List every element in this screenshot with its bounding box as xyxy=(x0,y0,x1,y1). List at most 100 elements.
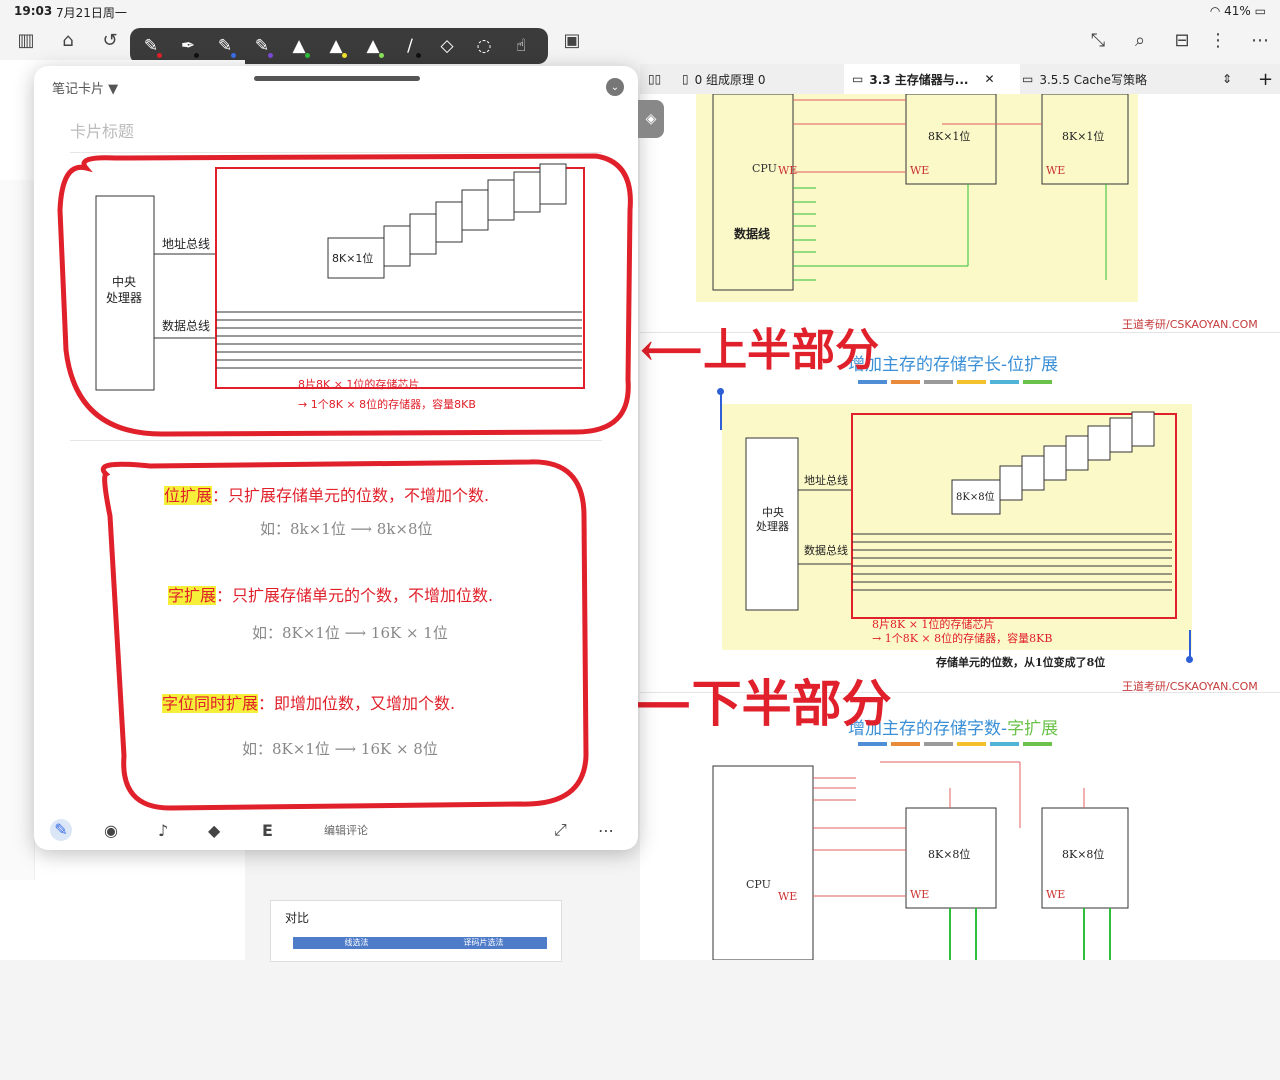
section-title-bit-expansion: 增加主存的存储字长-位扩展 xyxy=(848,355,1059,375)
card-caption-2: → 1个8K × 8位的存储器，容量8KB xyxy=(298,397,476,411)
pen-blue-icon[interactable]: ✎ xyxy=(210,31,240,61)
image-icon[interactable]: ▣ xyxy=(563,29,581,51)
pencil-icon[interactable]: ∕ xyxy=(395,31,425,61)
we-label-bottom-chip1: WE xyxy=(910,888,929,901)
tab-main-memory[interactable]: ▭ 3.3 主存储器与... ✕ xyxy=(844,64,1020,94)
annotation-lower-half: ⟵下半部分 xyxy=(620,674,892,733)
cpu-cn-a: 中央 xyxy=(112,274,136,289)
databus-handwritten: 数据线 xyxy=(734,226,770,241)
right-document-page: CPU WE WE WE 8K×1位 8K×1位 数据线 王道考研/CSKAOY… xyxy=(640,93,1280,961)
tab-sort-icon[interactable]: ⇕ xyxy=(1222,72,1233,86)
cpu-cn-1: 中央 xyxy=(762,506,784,519)
chip-label-1: 8K×1位 xyxy=(928,129,970,143)
note-card: 笔记卡片 ▼ ⌄ 卡片标题 中央 处理器 地址总线 数据总线 8K×1位 8片8… xyxy=(34,66,638,850)
split-view-icon[interactable]: ▯▯ xyxy=(648,72,662,86)
chip-8k8-2: 8K×8位 xyxy=(1062,847,1104,861)
status-time: 19:03 xyxy=(14,4,53,18)
caption-mid-2: → 1个8K × 8位的存储器，容量8KB xyxy=(872,631,1052,645)
note-word-expansion: 字扩展：只扩展存储单元的个数，不增加位数. xyxy=(168,586,494,605)
top-circuit-svg: CPU WE WE WE 8K×1位 8K×1位 数据线 xyxy=(712,93,1129,291)
we-label: WE xyxy=(778,164,797,177)
cpu-label-bottom: CPU xyxy=(746,878,771,891)
bookmark-icon[interactable]: ⊟ xyxy=(1174,29,1190,51)
watermark-1: 王道考研/CSKAOYAN.COM xyxy=(1122,318,1258,331)
pen-red-icon[interactable]: ✎ xyxy=(136,31,166,61)
bit-expansion-diagram: 中央 处理器 地址总线 数据总线 8K×8位 8片8K × 1位的存储芯片 xyxy=(722,404,1192,650)
shrink-icon[interactable]: ⤡ xyxy=(1090,29,1106,51)
we-label-chip1: WE xyxy=(910,164,929,177)
we-label-chip2: WE xyxy=(1046,164,1065,177)
library-icon[interactable]: ⌂ xyxy=(62,29,74,51)
expand-icon[interactable]: ⤢ xyxy=(554,820,567,839)
handwritten-note-right: 存储单元的位数，从1位变成了8位 xyxy=(936,656,1106,669)
note-word-example: 如：8K×1位 ⟶ 16K × 1位 xyxy=(252,624,448,642)
color-bar-2 xyxy=(858,742,1052,746)
microphone-icon[interactable]: ♪ xyxy=(158,820,169,840)
note-bit-expansion: 位扩展：只扩展存储单元的位数，不增加个数. xyxy=(164,486,490,505)
more-horizontal-icon[interactable]: ⋯ xyxy=(1251,29,1269,51)
pen-purple-icon[interactable]: ✎ xyxy=(247,31,277,61)
hand-icon[interactable]: ☝ xyxy=(515,36,527,56)
battery-icon: ▭ xyxy=(1254,4,1266,18)
edit-comment-button[interactable]: 编辑评论 xyxy=(324,824,368,837)
annotation-upper-half: ⟵上半部分 xyxy=(640,325,880,376)
add-tab-icon[interactable]: + xyxy=(1258,68,1274,90)
layers-icon[interactable]: ◈ xyxy=(638,100,664,138)
data-bus-label: 数据总线 xyxy=(804,543,848,557)
card-header-dropdown[interactable]: 笔记卡片 ▼ xyxy=(52,82,119,97)
chip-label-2: 8K×1位 xyxy=(1062,129,1104,143)
selection-handle-end[interactable] xyxy=(1186,656,1193,663)
undo-icon[interactable]: ↺ xyxy=(102,29,118,51)
search-doc-icon[interactable]: ⌕ xyxy=(1134,29,1146,51)
tab-cache[interactable]: ▭ 3.5.5 Cache写策略 xyxy=(1022,72,1148,87)
tab-composition[interactable]: ▯ 0 组成原理 0 xyxy=(682,72,766,87)
tab-bar: ▯▯ ▯ 0 组成原理 0 ▭ 3.3 主存储器与... ✕ ▭ 3.5.5 C… xyxy=(640,64,1280,95)
tag-icon[interactable]: ◆ xyxy=(208,820,221,840)
close-icon[interactable]: ✕ xyxy=(984,72,995,86)
battery-level: 41% xyxy=(1224,4,1251,18)
note-bit-example: 如：8k×1位 ⟶ 8k×8位 xyxy=(260,520,433,538)
section-title-word-expansion: 增加主存的存储字数-字扩展 xyxy=(848,719,1059,739)
chip-8k8-1: 8K×8位 xyxy=(928,847,970,861)
text-format-icon[interactable]: E xyxy=(262,820,273,840)
more-options-icon[interactable]: ⋯ xyxy=(598,820,614,840)
eraser-icon[interactable]: ◇ xyxy=(440,36,454,56)
camera-icon[interactable]: ◉ xyxy=(104,820,118,840)
status-bar: 19:03 7月21日周一 ◠ 41% ▭ xyxy=(0,0,1280,22)
address-bus-label: 地址总线 xyxy=(804,473,848,487)
card-title-input[interactable]: 卡片标题 xyxy=(70,122,135,141)
we-label-bottom: WE xyxy=(778,890,797,903)
compare-col1: 线选法 xyxy=(344,938,369,947)
cpu-cn-2: 处理器 xyxy=(756,520,789,533)
cpu-cn-b: 处理器 xyxy=(106,291,142,305)
status-date: 7月21日周一 xyxy=(56,6,127,20)
card-address-bus: 地址总线 xyxy=(162,237,210,251)
watermark-2: 王道考研/CSKAOYAN.COM xyxy=(1122,680,1258,693)
highlighter-lightgreen-icon[interactable]: ▲ xyxy=(358,31,388,61)
note-both-expansion: 字位同时扩展：即增加位数，又增加个数. xyxy=(162,694,456,713)
card-caption-1: 8片8K × 1位的存储芯片 xyxy=(298,377,419,391)
doc-icon: ▭ xyxy=(1022,72,1034,86)
card-bottom-bar: ✎ ◉ ♪ ◆ E 编辑评论 ⤢ ⋯ xyxy=(34,810,638,850)
highlighter-yellow-icon[interactable]: ▲ xyxy=(321,31,351,61)
upper-diagram: 中央 处理器 地址总线 数据总线 8K×1位 8片8K × 1位的存储芯片 → … xyxy=(57,153,633,437)
pen-mode-icon[interactable]: ✎ xyxy=(50,819,72,841)
highlighter-green-icon[interactable]: ▲ xyxy=(284,31,314,61)
bit-expansion-svg: 中央 处理器 地址总线 数据总线 8K×8位 8片8K × 1位的存储芯片 xyxy=(745,411,1177,645)
card-data-bus: 数据总线 xyxy=(162,318,210,333)
more-vertical-icon[interactable]: ⋮ xyxy=(1209,29,1227,51)
sidebar-toggle-icon[interactable]: ▥ xyxy=(17,29,35,51)
caption-mid-1: 8片8K × 1位的存储芯片 xyxy=(872,617,994,631)
lasso-icon[interactable]: ◌ xyxy=(476,36,492,56)
doc-icon: ▯ xyxy=(682,72,689,86)
doc-icon: ▭ xyxy=(852,72,864,86)
word-expansion-diagram: CPU WE WE WE 8K×8位 8K×8位 xyxy=(696,758,1138,961)
compare-card: 对比 线选法 译码片选法 xyxy=(270,900,562,962)
compare-col2: 译码片选法 xyxy=(463,938,504,947)
pen-black-icon[interactable]: ✒ xyxy=(173,31,203,61)
collapse-icon[interactable]: ⌄ xyxy=(606,78,624,96)
cpu-label: CPU xyxy=(752,162,777,175)
drag-handle[interactable] xyxy=(254,76,420,81)
selection-handle-start[interactable] xyxy=(717,388,724,395)
pen-toolbar: ✎ ✒ ✎ ✎ ▲ ▲ ▲ ∕ ◇ ◌ ☝ xyxy=(130,28,548,64)
